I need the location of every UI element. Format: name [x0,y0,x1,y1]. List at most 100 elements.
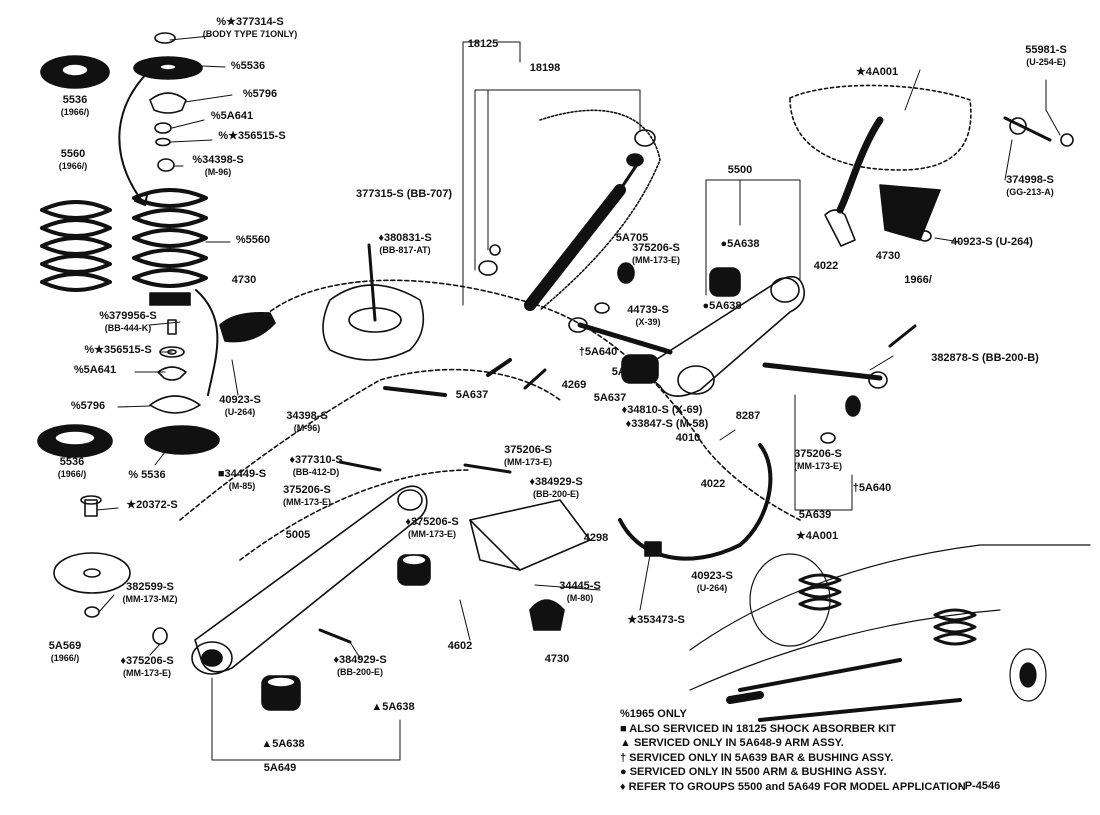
part-number: 4022 [700,478,726,490]
part-number: %5560 [235,234,271,246]
lower-insulator-parts [37,319,220,645]
part-spec: (M-96) [204,167,232,177]
assembly-arrow [195,289,219,396]
bolt-left [338,460,382,472]
part-number: 44739-S [627,304,669,316]
part-label: %5560 [236,234,270,246]
part-label: 375206-S(MM-173-E) [504,444,552,468]
part-label: 5560(1966/) [59,148,88,172]
bolt-shock [486,358,512,377]
part-number: 4730 [875,250,901,262]
part-spec: (U-254-E) [1026,57,1066,67]
part-number: 375206-S [794,448,842,460]
part-spec: (1966/) [58,161,88,171]
part-label: 40923-S (U-264) [951,236,1033,248]
part-number: ★4A001 [795,530,839,542]
part-number: ♦384929-S [529,476,583,488]
part-number: %★356515-S [84,344,152,356]
part-number: 1966/ [904,274,932,286]
part-label: % 5536 [128,469,165,481]
part-label: ♦380831-S(BB-817-AT) [378,232,431,256]
part-number: 4602 [447,640,473,652]
coil-spring-1965 [132,188,208,306]
part-number: ●5A638 [720,238,760,250]
bolt-rear [463,463,512,474]
part-number: 382878-S (BB-200-B) [931,352,1039,364]
part-label: 375206-S(MM-173-E) [283,484,331,508]
part-spec: (MM-173-E) [282,497,332,507]
figure-number: - P-4546 [958,780,1001,792]
part-spec: (GG-213-A) [1006,187,1054,197]
part-label: 4022 [701,478,725,490]
part-number: %5796 [242,88,278,100]
part-number: ★4A001 [855,66,899,78]
part-number: †5A640 [578,346,618,358]
part-number: 40923-S [219,394,261,406]
part-label: 55981-S(U-254-E) [1025,44,1067,68]
part-label: %★356515-S [218,130,285,142]
upper-control-arm [621,267,806,397]
part-number: ♦384929-S [333,654,387,666]
part-label: 18198 [530,62,561,74]
part-number: 55981-S [1025,44,1067,56]
part-number: 382599-S [126,581,174,593]
part-spec: (1966/) [57,469,87,479]
part-label: %★356515-S [84,344,151,356]
part-number: 5560 [60,148,86,160]
part-spec: (1966/) [60,107,90,117]
part-label: %★377314-S(BODY TYPE 71ONLY) [203,16,298,40]
part-label: †5A640 [579,346,618,358]
part-number: ●5A638 [702,300,742,312]
part-label: 382599-S(MM-173-MZ) [123,581,178,605]
part-label: 4730 [545,653,569,665]
part-label: 4298 [584,532,608,544]
part-label: 375206-S(MM-173-E) [794,448,842,472]
part-number: 375206-S [504,444,552,456]
part-label: %379956-S(BB-444-K) [99,310,157,334]
part-number: 5536 [59,456,85,468]
part-number: 374998-S [1006,174,1054,186]
part-number: %379956-S [99,310,157,322]
part-label: 382878-S (BB-200-B) [931,352,1039,364]
part-label: ♦384929-S(BB-200-E) [333,654,386,678]
inset-assembly-view [689,544,1091,722]
part-number: ♦33847-S (M-58) [625,418,709,430]
part-number: 5005 [285,529,311,541]
part-label: %34398-S(M-96) [192,154,243,178]
part-label: ♦34810-S (X-69) [622,404,703,416]
part-number: 375206-S [283,484,331,496]
part-number: 18125 [467,38,499,50]
part-label: 4022 [814,260,838,272]
part-number: 5A639 [611,366,645,378]
part-number: %5A641 [73,364,117,376]
part-number: 18198 [529,62,561,74]
part-label: 4602 [448,640,472,652]
part-label: %5A641 [74,364,116,376]
spring-seat-upper-1965 [133,32,203,172]
part-number: 5A639 [798,509,832,521]
part-label: 4269 [562,379,586,391]
part-number: ▲5A638 [261,738,305,750]
part-number: 40923-S [691,570,733,582]
inset-bracket [824,116,1074,247]
spring-seat-upper-1966 [40,55,110,89]
part-number: %★377314-S [216,16,284,28]
part-number: ■34449-S [217,468,267,480]
part-label: 5A649 [264,762,296,774]
part-number: 5A637 [593,392,627,404]
part-label: ●5A638 [702,300,741,312]
part-number: 5536 [62,94,88,106]
part-label: %5A641 [211,110,253,122]
legend-line-1965: %1965 ONLY [620,708,687,720]
part-spec: (BB-200-E) [336,667,384,677]
part-number: %5536 [230,60,266,72]
part-spec: (M-80) [566,593,594,603]
part-number: 4269 [561,379,587,391]
legend-line-5500-arm: ● SERVICED ONLY IN 5500 ARM & BUSHING AS… [620,766,887,778]
part-label: †5A640 [853,482,892,494]
part-spec: (MM-173-MZ) [122,594,178,604]
shock-bracket-outline [539,109,661,311]
part-number: 4022 [813,260,839,272]
part-number: 34398-S [286,410,328,422]
